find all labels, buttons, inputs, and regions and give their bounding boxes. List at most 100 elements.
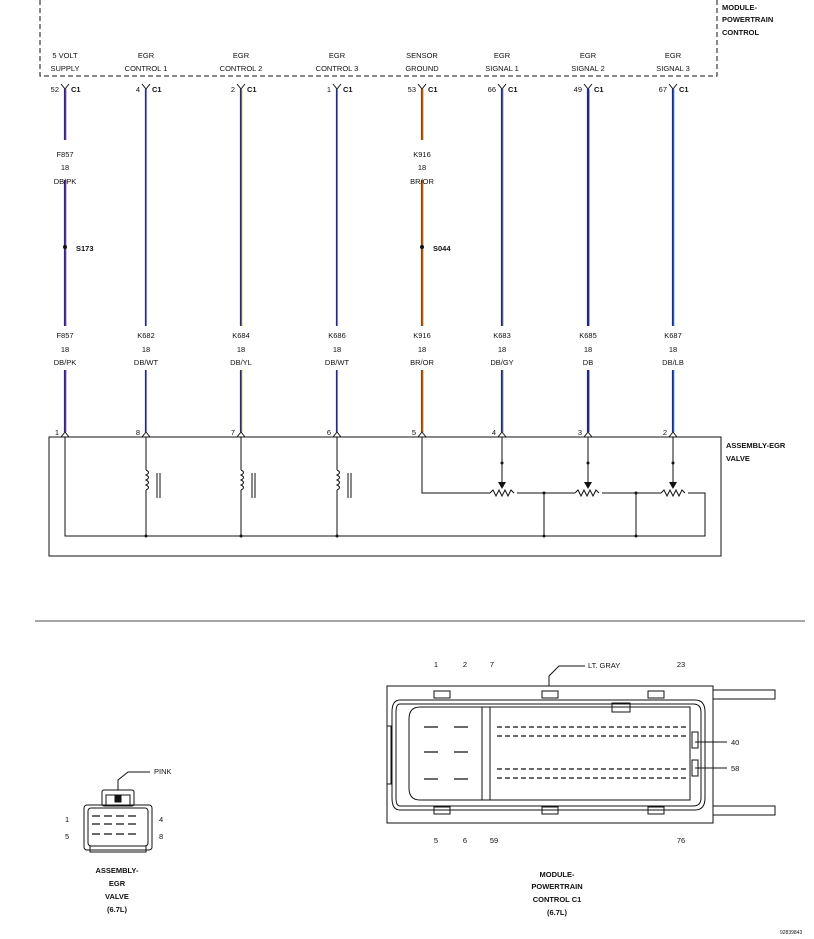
wire-gauge: 18	[418, 163, 426, 172]
potentiometer-3	[660, 488, 686, 498]
pcm-connector-id: C1	[247, 85, 257, 94]
pcm-pin-number: 53	[408, 85, 416, 94]
pcm-pin-number: 67	[659, 85, 667, 94]
egr-connector-pin-number: 1	[55, 428, 59, 437]
circuit-function-line-2: CONTROL 3	[316, 64, 359, 73]
pcm-title-line-1: MODULE-	[722, 3, 757, 12]
egr-caption-2: EGR	[109, 879, 126, 888]
pcm-terminal-chevron	[668, 83, 678, 90]
egr-assembly-box: ASSEMBLY-EGR VALVE	[48, 436, 786, 557]
pcm-connector-id: C1	[594, 85, 604, 94]
splice-dot	[63, 245, 67, 249]
pcm-bottom-pin-76: 76	[677, 836, 685, 845]
egr-pin-1: 1	[65, 815, 69, 824]
egr-caption-1: ASSEMBLY-	[95, 866, 139, 875]
wire-circuit-id: K687	[664, 331, 682, 340]
circuit-function-line-2: GROUND	[405, 64, 439, 73]
wire-circuit-id: K916	[413, 150, 431, 159]
pcm-connector-id: C1	[508, 85, 518, 94]
splice-label: S173	[76, 244, 94, 253]
splice-label: S044	[433, 244, 451, 253]
pcm-pin-number: 2	[231, 85, 235, 94]
wire-gauge: 18	[333, 345, 341, 354]
pcm-terminal-chevron	[141, 83, 151, 90]
pcm-terminal-chevron	[497, 83, 507, 90]
wire-color: DB	[583, 358, 593, 367]
coil-2	[239, 469, 244, 491]
pcm-pin-number: 4	[136, 85, 140, 94]
wire-color: DB/GY	[490, 358, 513, 367]
circuit-function-line-2: SUPPLY	[50, 64, 79, 73]
wire-color: BR/OR	[410, 177, 434, 186]
wire-gauge: 18	[669, 345, 677, 354]
egr-connector-pin-number: 6	[327, 428, 331, 437]
pcm-bottom-pin-59: 59	[490, 836, 498, 845]
pcm-caption-2: POWERTRAIN	[531, 882, 582, 891]
wire-circuit-id: K686	[328, 331, 346, 340]
pcm-terminal-chevron	[236, 83, 246, 90]
wire-gauge: 18	[498, 345, 506, 354]
egr-terminal-chevron	[332, 431, 342, 438]
egr-terminal-chevron	[497, 431, 507, 438]
wire-color: DB/PK	[54, 358, 77, 367]
wire-gauge: 18	[61, 345, 69, 354]
splice-dot	[420, 245, 424, 249]
circuit-function-line-1: SENSOR	[406, 51, 438, 60]
wire-color: DB/LB	[662, 358, 684, 367]
egr-assembly-title-line-2: VALVE	[726, 454, 750, 463]
coil-1	[144, 469, 149, 491]
pcm-side-pin-40: 40	[731, 738, 739, 747]
pcm-terminal-chevron	[417, 83, 427, 90]
potentiometer-1	[489, 488, 515, 498]
wire-color: BR/OR	[410, 358, 434, 367]
wire-gauge: 18	[237, 345, 245, 354]
egr-terminal-chevron	[60, 431, 70, 438]
pcm-terminal-chevron	[583, 83, 593, 90]
pcm-pin-number: 52	[51, 85, 59, 94]
egr-terminal-chevron	[583, 431, 593, 438]
pcm-terminal-chevron	[332, 83, 342, 90]
pcm-connector-face	[386, 665, 776, 824]
pcm-top-pin-23: 23	[677, 660, 685, 669]
wire-color: DB/PK	[54, 177, 77, 186]
egr-terminal-chevron	[141, 431, 151, 438]
circuit-function-line-2: CONTROL 1	[125, 64, 168, 73]
wire-color: DB/WT	[325, 358, 350, 367]
pcm-pin-number: 1	[327, 85, 331, 94]
egr-terminal-chevron	[417, 431, 427, 438]
pcm-title-line-2: POWERTRAIN	[722, 15, 773, 24]
pcm-connector-id: C1	[152, 85, 162, 94]
egr-connector-pin-number: 2	[663, 428, 667, 437]
circuit-function-line-1: EGR	[494, 51, 511, 60]
egr-connector-pin-number: 3	[578, 428, 582, 437]
wire-color: DB/YL	[230, 358, 252, 367]
figure-id: 92839843	[780, 930, 802, 936]
wire-gauge: 18	[418, 345, 426, 354]
wire-circuit-id: F857	[56, 331, 73, 340]
circuit-function-line-2: SIGNAL 1	[485, 64, 519, 73]
egr-pin-8: 8	[159, 832, 163, 841]
wire-color: DB/WT	[134, 358, 159, 367]
circuit-function-line-1: EGR	[665, 51, 682, 60]
pcm-terminal-chevron	[60, 83, 70, 90]
pcm-top-pin-2: 2	[463, 660, 467, 669]
egr-pin-4: 4	[159, 815, 163, 824]
egr-connector-color: PINK	[154, 767, 172, 776]
egr-pin-5: 5	[65, 832, 69, 841]
egr-terminal-chevron	[236, 431, 246, 438]
circuit-function-line-2: SIGNAL 2	[571, 64, 605, 73]
circuit-function-line-2: SIGNAL 3	[656, 64, 690, 73]
pcm-connector-id: C1	[343, 85, 353, 94]
wire-circuit-id: K685	[579, 331, 597, 340]
wire-circuit-id: K684	[232, 331, 250, 340]
egr-terminal-chevron	[668, 431, 678, 438]
wire-circuit-id: K916	[413, 331, 431, 340]
egr-caption-3: VALVE	[105, 892, 129, 901]
